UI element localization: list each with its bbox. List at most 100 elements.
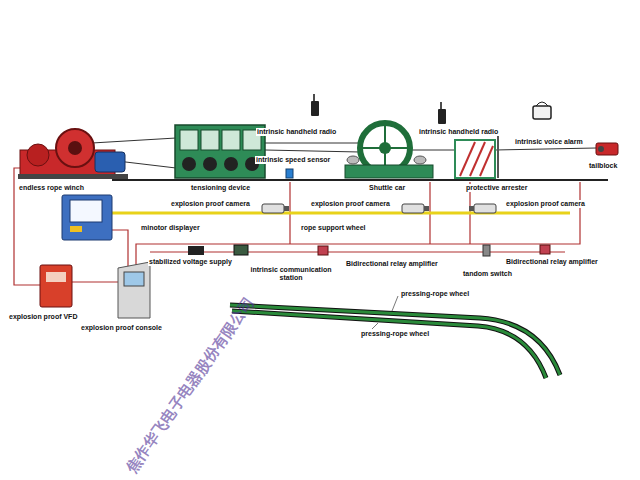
part-label: Bidirectional relay amplifier <box>505 258 599 266</box>
camera-icon <box>424 206 429 211</box>
vfd-cabinet <box>46 272 66 282</box>
leader-line <box>392 296 398 311</box>
leader-line <box>372 323 378 329</box>
part-label: minotor displayer <box>140 224 201 232</box>
bus-device <box>188 246 204 255</box>
part-label: explosion proof VFD <box>8 313 78 321</box>
protective-arrester <box>455 140 495 178</box>
monitor-unit <box>70 226 82 232</box>
part-label: protective arrester <box>465 184 528 192</box>
vfd-cabinet <box>40 265 72 307</box>
part-label: intrinsic voice alarm <box>514 138 584 146</box>
camera-icon <box>284 206 289 211</box>
part-label: tensioning device <box>190 184 251 192</box>
part-label: intrinsic handheld radio <box>256 128 337 136</box>
tensioning-device <box>224 157 238 171</box>
console-desk <box>118 262 150 318</box>
bus-device <box>540 245 550 254</box>
speed-sensor <box>286 169 293 178</box>
rope-winch <box>68 141 82 155</box>
rope-winch <box>95 152 125 172</box>
shuttle-car <box>345 165 433 178</box>
rope-winch <box>56 129 94 167</box>
voice-alarm <box>533 102 551 119</box>
rail-line <box>112 180 608 181</box>
camera-icon <box>402 204 424 213</box>
part-label: Shuttle car <box>368 184 406 192</box>
track-rail <box>230 305 560 378</box>
bus-device <box>188 245 550 256</box>
handheld-radio <box>311 101 319 116</box>
tailblock-device <box>598 146 604 152</box>
part-label: stabilized voltage supply <box>148 258 233 266</box>
haul-rope <box>92 138 596 168</box>
camera-icon <box>469 206 474 211</box>
shuttle-car <box>347 156 359 164</box>
part-label: rope support wheel <box>300 224 367 232</box>
part-label: pressing-rope wheel <box>400 290 470 298</box>
tensioning-device <box>175 125 265 178</box>
tensioning-device <box>222 130 240 150</box>
part-label: pressing-rope wheel <box>360 330 430 338</box>
rope-winch <box>27 144 49 166</box>
part-label: tandom switch <box>462 270 513 278</box>
speed-sensor <box>286 169 293 178</box>
camera-cable <box>112 212 570 215</box>
protective-arrester <box>455 130 498 178</box>
part-label: explosion proof console <box>80 324 163 332</box>
protective-arrester <box>480 146 493 176</box>
part-label: explosion proof camera <box>170 200 251 208</box>
haul-rope <box>265 150 360 152</box>
haul-rope <box>92 138 176 143</box>
rope-winch <box>18 174 128 179</box>
tailblock-device <box>596 143 618 155</box>
part-label: explosion proof camera <box>310 200 391 208</box>
part-label: intrinsic communication station <box>240 266 342 283</box>
handheld-radio <box>438 109 446 124</box>
leader-line <box>372 296 398 329</box>
haul-rope <box>495 148 596 150</box>
bus-device <box>318 246 328 255</box>
tensioning-device <box>203 157 217 171</box>
track-rail <box>232 311 546 378</box>
camera-cable <box>112 213 570 214</box>
tensioning-device <box>182 157 196 171</box>
bus-device <box>234 245 248 255</box>
tensioning-device <box>201 130 219 150</box>
haul-rope <box>265 143 360 144</box>
part-label: intrinsic speed sensor <box>255 156 331 164</box>
rope-winch <box>18 129 128 179</box>
haul-rope <box>410 150 455 151</box>
control-wire <box>112 230 128 268</box>
part-label: tailblock <box>588 162 618 170</box>
monitor-unit <box>62 195 112 240</box>
console-desk <box>118 262 150 318</box>
shuttle-car <box>414 156 426 164</box>
handheld-radio <box>311 94 446 124</box>
vfd-cabinet <box>40 265 72 307</box>
monitor-unit <box>62 195 112 240</box>
part-label: intrinsic handheld radio <box>418 128 499 136</box>
watermark-text: 焦作华飞电子电器股份有限公司 <box>122 293 258 477</box>
tailblock-device <box>596 143 618 155</box>
camera-icon <box>262 204 284 213</box>
protective-arrester <box>497 130 499 178</box>
control-wire <box>72 281 118 282</box>
handheld-radio <box>440 102 442 110</box>
tensioning-device <box>175 125 265 178</box>
rail-line <box>112 179 608 181</box>
console-desk <box>124 272 144 286</box>
handheld-radio <box>313 94 315 102</box>
control-wire <box>14 168 580 285</box>
bus-device <box>483 245 490 256</box>
voice-alarm <box>533 106 551 119</box>
track-rail <box>232 311 546 378</box>
part-label: explosion proof camera <box>505 200 586 208</box>
tensioning-device <box>180 130 198 150</box>
control-wire <box>150 251 565 252</box>
part-label: endless rope winch <box>18 184 85 192</box>
camera-icon <box>474 204 496 213</box>
part-label: Bidirectional relay amplifier <box>345 260 439 268</box>
